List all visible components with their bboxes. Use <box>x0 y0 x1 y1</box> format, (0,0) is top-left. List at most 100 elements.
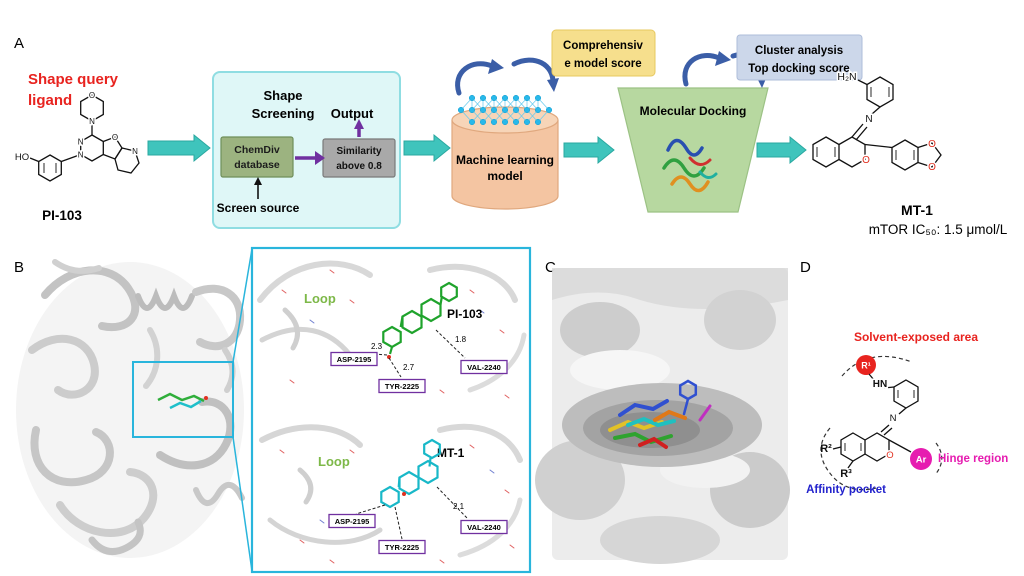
pi103-loop-label: Loop <box>304 291 336 306</box>
binding-zoom-box: Loop PI-103 2.3 2.7 1.8 <box>250 246 532 574</box>
r1-label: R¹ <box>861 361 871 371</box>
mt1-activity: mTOR IC₅₀: 1.5 μmol/L <box>869 222 1008 237</box>
residue-label: TYR-2225 <box>385 382 419 391</box>
cluster-line2: Top docking score <box>748 63 849 75</box>
residue-box-asp-top: ASP-2195 <box>330 351 378 367</box>
ligand-site-highlight <box>132 361 234 438</box>
r2-label: R² <box>820 443 832 455</box>
similarity-line1: Similarity <box>336 146 381 157</box>
panel-c-label: C <box>545 259 556 276</box>
dioxole-o2-atom: O <box>928 162 936 173</box>
hinge-region-label: Hinge region <box>938 453 1008 465</box>
mt1-imine-n-atom: N <box>865 114 872 125</box>
panel-b: B <box>14 246 532 574</box>
hn-label: HN <box>873 379 887 390</box>
panel-d: D Solvent-exposed area R¹ HN <box>800 259 1008 496</box>
database-to-similarity-arrow <box>295 151 325 165</box>
surface-view <box>535 268 790 564</box>
zoom-connector-bottom <box>232 436 253 572</box>
pi103-name: PI-103 <box>42 208 82 223</box>
flow-arrow-4 <box>756 135 807 165</box>
mt1-structure: H₂N N O O O <box>812 70 942 175</box>
pi103-distance-2: 2.7 <box>403 363 415 372</box>
docked-protein-art <box>662 138 718 193</box>
ar-circle <box>910 448 932 470</box>
ml-label-line1: Machine learning <box>456 153 554 167</box>
cluster-line1: Cluster analysis <box>755 45 843 57</box>
similarity-to-output-arrow <box>354 119 364 137</box>
furan-o-atom: O <box>112 133 118 142</box>
residue-label: ASP-2195 <box>337 355 372 364</box>
residue-label: VAL-2240 <box>467 363 501 372</box>
residue-label: ASP-2195 <box>335 517 370 526</box>
residue-box-tyr-top: TYR-2225 <box>378 378 426 394</box>
cluster-box: Cluster analysis Top docking score <box>736 34 863 81</box>
chemdiv-line1: ChemDiv <box>234 144 280 156</box>
chemdiv-line2: database <box>234 159 280 171</box>
mt1-amine-label: H₂N <box>837 71 856 83</box>
protein-ribbon <box>16 259 245 558</box>
r1-circle <box>856 355 876 375</box>
r3-label: R³ <box>840 468 852 480</box>
ml-model: Machine learning model <box>451 94 559 210</box>
residue-box-tyr-bottom: TYR-2225 <box>378 539 426 555</box>
pyrimidine-n3-atom: N <box>78 151 84 160</box>
pi103-structure: O N N N O N HO <box>13 90 140 182</box>
mt1-distance-1: 2.1 <box>453 502 465 511</box>
panel-c: C <box>535 259 790 564</box>
morpholine-o-atom: O <box>89 91 95 100</box>
pi103-distance-1: 2.3 <box>371 342 383 351</box>
pi103-ligand-sticks <box>382 281 458 359</box>
similarity-box: Similarity above 0.8 <box>322 138 396 178</box>
flow-arrow-2 <box>403 133 451 163</box>
residue-box-val-bottom: VAL-2240 <box>460 519 508 535</box>
pyrimidine-n1-atom: N <box>78 138 84 147</box>
shape-screening-box: Shape Screening Output ChemDiv database … <box>212 71 401 229</box>
residue-label: TYR-2225 <box>385 543 419 552</box>
model-score-line1: Comprehensiv <box>563 40 643 52</box>
affinity-pocket-label: Affinity pocket <box>806 484 886 496</box>
screening-title-line1: Shape <box>263 88 302 103</box>
residue-box-val-top: VAL-2240 <box>460 359 508 375</box>
mt1-ligand-sticks <box>380 438 441 509</box>
docking-funnel: Molecular Docking <box>617 87 769 213</box>
pyridine-n-atom: N <box>132 147 138 156</box>
solvent-area-label: Solvent-exposed area <box>854 330 978 344</box>
zoom-connector-top <box>232 248 253 363</box>
sar-structure: R¹ HN N O R² R³ Ar <box>820 355 932 480</box>
residue-box-asp-bottom: ASP-2195 <box>328 513 376 529</box>
panel-a-label: A <box>14 35 24 52</box>
ml-curved-arrows <box>455 57 559 96</box>
sar-imine-n-atom: N <box>890 413 897 424</box>
ar-label: Ar <box>916 455 927 466</box>
shape-query-label: Shape query ligand <box>28 71 119 109</box>
overlaid-ligands <box>608 379 712 449</box>
screen-source-label: Screen source <box>217 201 300 215</box>
neural-network <box>457 94 553 126</box>
mt1-name: MT-1 <box>901 202 933 218</box>
shape-query-line1: Shape query <box>28 71 119 88</box>
screen-source-arrow <box>254 177 262 199</box>
pi103-site-backdrop <box>257 260 527 399</box>
docking-label: Molecular Docking <box>640 104 747 118</box>
panel-a: A Shape query ligand O N N N O N <box>13 29 1008 237</box>
screening-title-line2: Screening <box>252 106 315 121</box>
flow-arrow-1 <box>147 133 211 163</box>
residue-label: VAL-2240 <box>467 523 501 532</box>
panel-b-label: B <box>14 259 24 276</box>
chemdiv-box: ChemDiv database <box>220 136 294 178</box>
mt1-site-name: MT-1 <box>437 446 465 460</box>
dioxole-o1-atom: O <box>928 139 936 150</box>
model-score-line2: e model score <box>564 58 641 70</box>
morpholine-n-atom: N <box>89 117 95 126</box>
phenol-ho-atom: HO <box>15 152 29 163</box>
output-label: Output <box>331 106 374 121</box>
model-score-box: Comprehensiv e model score <box>551 29 656 77</box>
mt1-hbond-dashes <box>355 486 469 540</box>
panel-d-label: D <box>800 259 811 276</box>
ml-label-line2: model <box>487 169 522 183</box>
flow-arrow-3 <box>563 135 615 165</box>
chromene-o-atom: O <box>862 155 870 166</box>
bound-ligand <box>157 392 208 410</box>
